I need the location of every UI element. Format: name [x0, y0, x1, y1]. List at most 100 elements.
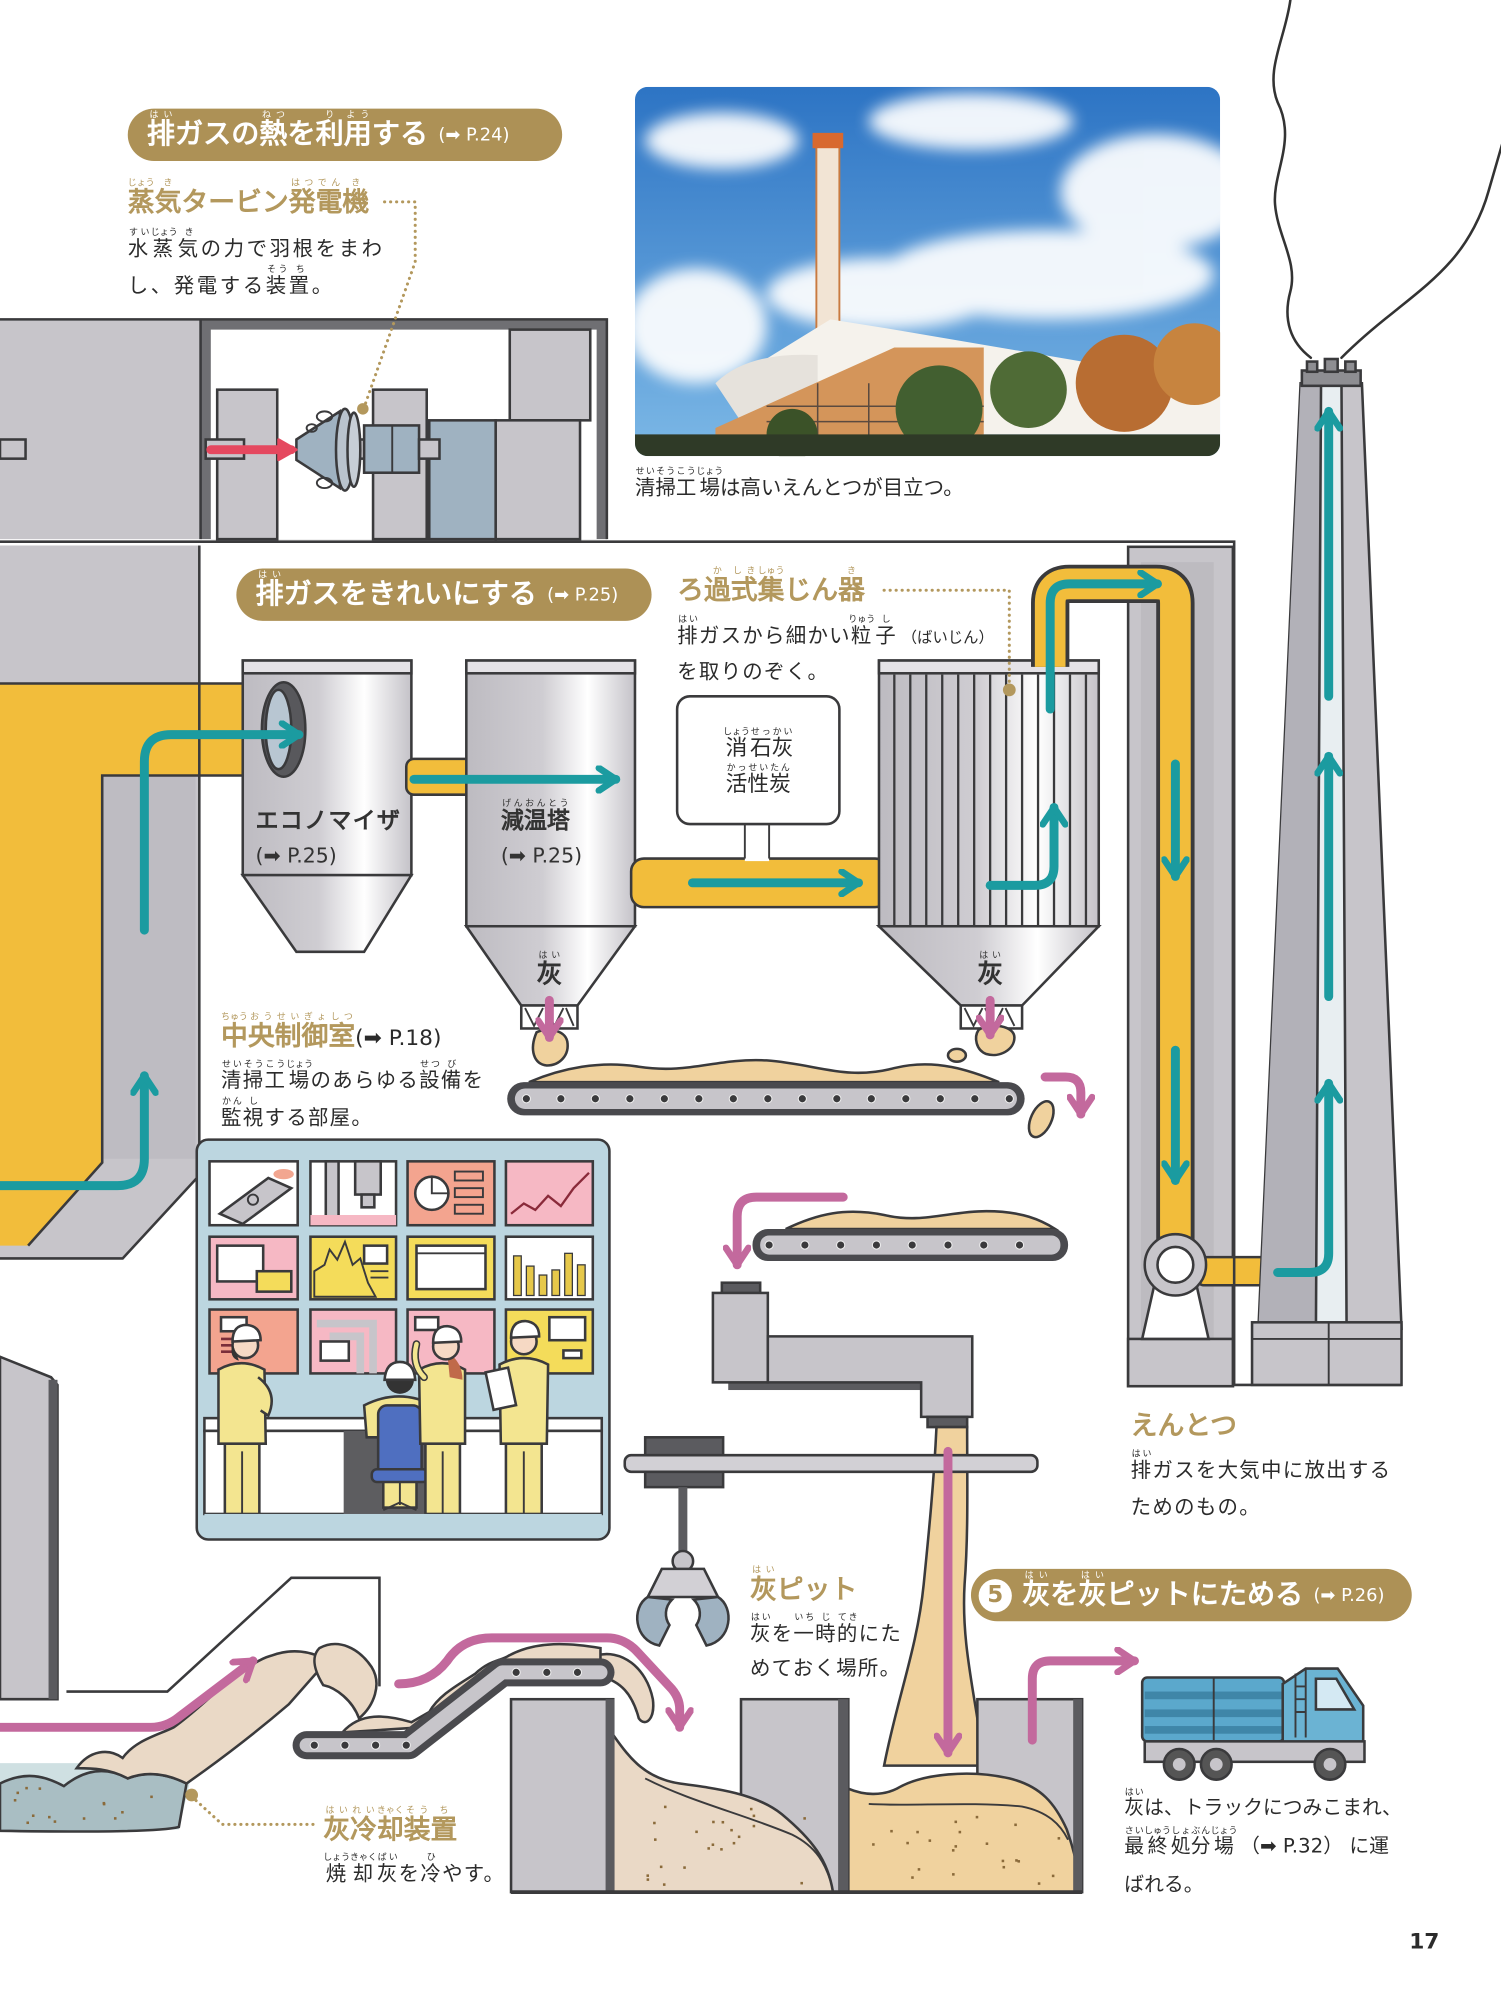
furigana: じょう: [150, 227, 178, 238]
filter-description-line: を取りのぞく。: [677, 652, 829, 693]
furigana: せい: [221, 1059, 243, 1070]
furigana: れい: [350, 1805, 377, 1816]
label-ash-bag-filter: 灰はい: [965, 951, 1016, 997]
furigana: はい: [749, 1612, 772, 1623]
ruby-word: 熱ねつ: [259, 109, 288, 151]
turbine-description-line: し、発電する装そう置ち。: [128, 264, 335, 306]
ruby-word: 排はい: [677, 614, 699, 648]
chute-box: [711, 1291, 770, 1384]
furigana: しき: [730, 565, 758, 577]
cooling-tower-page-reference: (➡ P.25): [500, 843, 583, 868]
ash-on-conveyor: [785, 1209, 1060, 1231]
conveyor-roller: [797, 1094, 807, 1104]
monitor-graphic: [310, 1214, 397, 1226]
conveyor-roller: [659, 1094, 669, 1104]
fan-inlet: [1156, 1245, 1195, 1284]
ash-speck: [102, 1802, 106, 1806]
ash-flow-arrow: [1040, 1072, 1081, 1119]
text-run: する: [371, 118, 429, 151]
housing-base: [1126, 1337, 1235, 1388]
page-reference: (➡ P.18): [355, 1025, 442, 1052]
photo-tree: [1153, 323, 1221, 405]
exhaust-gas-flow: [0, 406, 1329, 1277]
fire-graph-icon: [313, 1239, 378, 1298]
inclined-conveyor: [292, 1642, 655, 1760]
ruby-word: 気き: [177, 227, 201, 261]
chute-arm-shadow: [728, 1379, 923, 1391]
operator-with-clipboard: [484, 1319, 550, 1516]
ruby-word: 場じょう: [696, 466, 724, 500]
furigana: げん: [500, 798, 524, 809]
monitor-lines: [370, 1270, 389, 1279]
ruby-word: 排はい: [255, 569, 284, 611]
furigana: はい: [1130, 1448, 1153, 1460]
ash-on-conveyor: [528, 1058, 1000, 1084]
monitor-window: [319, 1340, 351, 1362]
furigana: ねつ: [259, 109, 288, 120]
chimney-nozzle: [1323, 357, 1339, 374]
conveyor-rollers: [764, 1240, 1025, 1250]
ash-speck: [26, 1821, 30, 1825]
control-room-illustration: [195, 1138, 611, 1541]
conveyor-roller: [800, 1240, 810, 1250]
text-run: は、トラックにつみこまれ、: [1144, 1796, 1402, 1820]
furigana: はい: [977, 950, 1003, 961]
conveyor-roller: [970, 1094, 980, 1104]
furigana: かん: [221, 1096, 243, 1107]
furigana: きゃく: [376, 1805, 404, 1816]
text-run: ガスをきれいにする: [283, 578, 537, 611]
conveyor-roller: [763, 1094, 773, 1104]
turbine-blades-icon: [295, 407, 362, 492]
ash-pile-contour: [644, 1777, 832, 1881]
turbine-leader-dot: [357, 403, 369, 415]
section-badge-clean-gas: 排はいガスをきれいにする (➡ P.25): [236, 568, 652, 621]
duct-opening: [264, 688, 293, 771]
ash-particle: [946, 1047, 968, 1063]
monitor-window: [413, 1315, 440, 1332]
conveyor-roller: [871, 1240, 882, 1250]
ruby-word: 式しき: [730, 565, 758, 606]
generator-shaft: [417, 438, 441, 460]
ash-pit-description-line: めておく場所。: [750, 1648, 901, 1689]
ruby-word: 排はい: [1130, 1448, 1153, 1483]
furigana: じょう: [696, 466, 724, 477]
ash-speck: [916, 1830, 919, 1834]
bar-chart-icon: [512, 1252, 586, 1297]
falling-ash: [1027, 1100, 1055, 1139]
turbine-room-frame: [0, 318, 609, 540]
furigana: きゃく: [350, 1852, 377, 1863]
photo-tree: [895, 365, 983, 453]
badge-title: 排はいガスの熱ねつを利り用ようする: [147, 109, 428, 160]
furigana: はい: [255, 569, 284, 580]
filter-leader-line: [882, 588, 1011, 686]
step-number-badge: 5: [978, 1578, 1012, 1612]
label-steam-turbine-generator: 蒸じょう気きタービン発はつ電でん機き: [128, 176, 369, 227]
control-room-title: 中ちゅう央おう制せい御ぎょ室しつ: [221, 1012, 355, 1052]
furigana: はい: [1078, 1569, 1107, 1580]
gas-flow-arrow: [0, 1071, 144, 1191]
turbine-description-line: 水すい蒸じょう気きの力で羽根をまわ: [128, 227, 385, 269]
monitor: [504, 1160, 595, 1227]
photo-chimney-top: [812, 132, 844, 149]
conveyor-roller: [728, 1094, 738, 1104]
ash-speck: [654, 1838, 657, 1841]
ash-speck: [890, 1829, 893, 1833]
furigana: そう: [403, 1805, 431, 1816]
chimney-description-line: ためのもの。: [1131, 1487, 1261, 1528]
conveyor-roller: [866, 1094, 876, 1104]
monitor-window: [562, 1349, 583, 1360]
ash-speck: [721, 1820, 725, 1824]
conveyor-roller: [901, 1094, 911, 1104]
ruby-word: 設せつ: [419, 1059, 441, 1093]
crane-cable: [678, 1487, 688, 1554]
ash-speck: [113, 1817, 117, 1820]
furigana: しょう: [323, 1852, 351, 1863]
boiler-inner-wall: [102, 775, 196, 1159]
monitor-window: [255, 1269, 293, 1293]
ruby-word: 場じょう: [286, 1059, 314, 1093]
ruby-word: 置ち: [430, 1805, 458, 1845]
monitor-graphic: [324, 1160, 340, 1227]
ash-on-conveyor: [339, 1642, 602, 1734]
furigana: てき: [836, 1612, 859, 1623]
smoke-outline-left: [1272, 0, 1313, 360]
